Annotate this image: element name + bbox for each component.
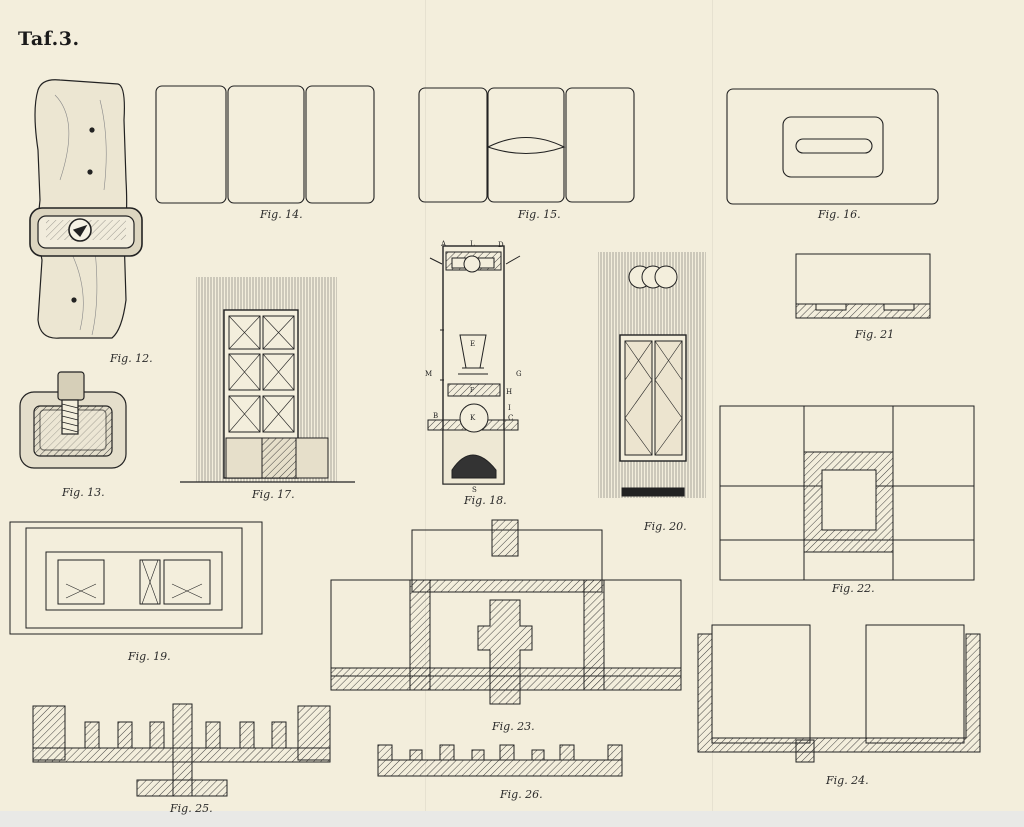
fig23-plan	[330, 519, 682, 705]
plate-title: Taf.3.	[18, 28, 80, 50]
caption-fig14: Fig. 14.	[260, 208, 303, 221]
fig26-comb-plan	[377, 744, 623, 777]
fig20-door-with-rosette	[598, 252, 706, 498]
fig14-three-plates	[155, 85, 375, 204]
fold-line-left	[425, 0, 426, 827]
caption-fig21: Fig. 21	[855, 328, 895, 341]
caption-fig24: Fig. 24.	[826, 774, 869, 787]
caption-fig17: Fig. 17.	[252, 488, 295, 501]
caption-fig16: Fig. 16.	[818, 208, 861, 221]
fig18-label-f: F	[470, 387, 474, 394]
fig21-section	[795, 253, 931, 319]
fig18-label-h: H	[506, 388, 512, 396]
fig18-label-c: C	[508, 414, 513, 422]
fig18-label-d: D	[498, 241, 504, 249]
caption-fig13: Fig. 13.	[62, 486, 105, 499]
fig18-furnace-section: A L D E M F G H I K B C S	[425, 240, 522, 494]
fig18-label-i: I	[508, 404, 511, 412]
fig13-clamp	[19, 371, 127, 469]
caption-fig12: Fig. 12.	[110, 352, 153, 365]
fig25-comb-plan	[32, 703, 331, 797]
fig12-strap-buckle	[29, 79, 143, 339]
caption-fig18: Fig. 18.	[464, 494, 507, 507]
fig17-door-elevation	[180, 277, 355, 483]
bottom-strip	[0, 811, 1024, 827]
caption-fig19: Fig. 19.	[128, 650, 171, 663]
fig24-plan	[697, 624, 981, 763]
fig18-label-g: G	[516, 370, 522, 378]
fig18-label-m: M	[425, 370, 432, 378]
caption-fig26: Fig. 26.	[500, 788, 543, 801]
fig15-plates-with-slit	[418, 87, 635, 203]
fig19-floor-plan	[9, 521, 263, 635]
fold-line-right	[712, 0, 713, 827]
fig18-label-b: B	[433, 412, 438, 420]
caption-fig22: Fig. 22.	[832, 582, 875, 595]
caption-fig15: Fig. 15.	[518, 208, 561, 221]
fig18-label-k: K	[470, 414, 476, 422]
fig22-plan	[719, 405, 975, 581]
caption-fig20: Fig. 20.	[644, 520, 687, 533]
caption-fig25: Fig. 25.	[170, 802, 213, 815]
fig18-label-s: S	[472, 486, 477, 494]
caption-fig23: Fig. 23.	[492, 720, 535, 733]
fig16-plate-with-slot	[726, 88, 939, 205]
fig18-label-a: A	[440, 240, 447, 248]
fig18-label-l: L	[470, 240, 475, 248]
fig18-label-e: E	[470, 340, 475, 348]
